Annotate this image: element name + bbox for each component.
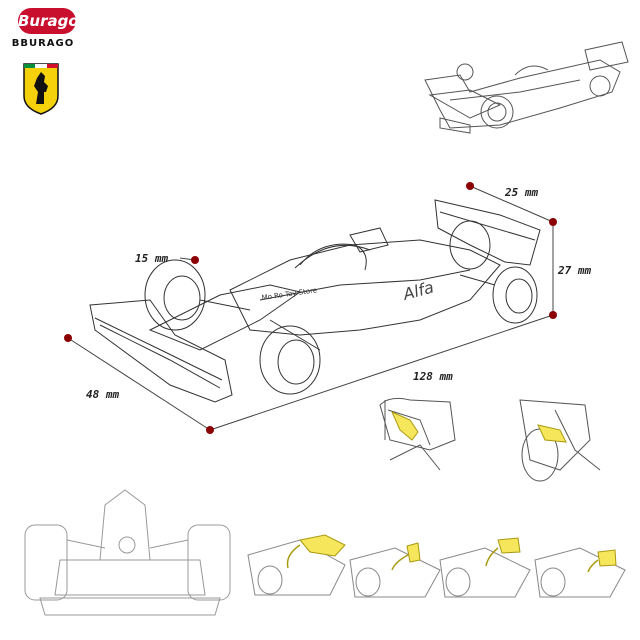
- bburago-wordmark: BBURAGO: [11, 38, 75, 49]
- car-sketch-main: [89, 199, 541, 403]
- dimension-height: 27 mm: [558, 264, 592, 277]
- detail-inset-front: [379, 397, 456, 471]
- assembly-step-4: [534, 547, 626, 598]
- assembly-step-3: [439, 547, 531, 598]
- dimension-length: 128 mm: [413, 370, 453, 383]
- dimension-marker: [466, 182, 474, 190]
- dimension-lines: [67, 185, 554, 431]
- highlight-part: [391, 411, 419, 441]
- dimension-width: 48 mm: [86, 388, 120, 401]
- assembly-step-1: [247, 539, 346, 596]
- dimension-marker: [206, 426, 214, 434]
- assembly-arrows: [286, 544, 599, 573]
- assembly-step-2: [349, 547, 441, 598]
- assembly-steps: [247, 539, 626, 598]
- dimension-marker: [64, 334, 72, 342]
- bburago-badge: Burago: [18, 8, 79, 34]
- ferrari-shield-icon: [23, 63, 59, 115]
- car-front-view: [24, 489, 231, 616]
- dimension-marker: [549, 311, 557, 319]
- assembly-highlights: [299, 534, 617, 567]
- car-sketch-perspective: [424, 41, 629, 134]
- dimension-markers: [64, 182, 557, 434]
- livery-script: Alfa: [400, 278, 436, 305]
- highlight-part: [299, 534, 346, 557]
- highlight-part: [497, 537, 521, 554]
- dimension-top-width: 25 mm: [505, 186, 539, 199]
- dimension-marker: [191, 256, 199, 264]
- dimension-marker: [549, 218, 557, 226]
- highlight-part: [537, 424, 567, 443]
- highlight-part: [406, 542, 421, 563]
- highlight-part: [597, 549, 617, 567]
- dimension-wing: 15 mm: [135, 252, 169, 265]
- bburago-logo: Burago BBURAGO: [8, 8, 79, 58]
